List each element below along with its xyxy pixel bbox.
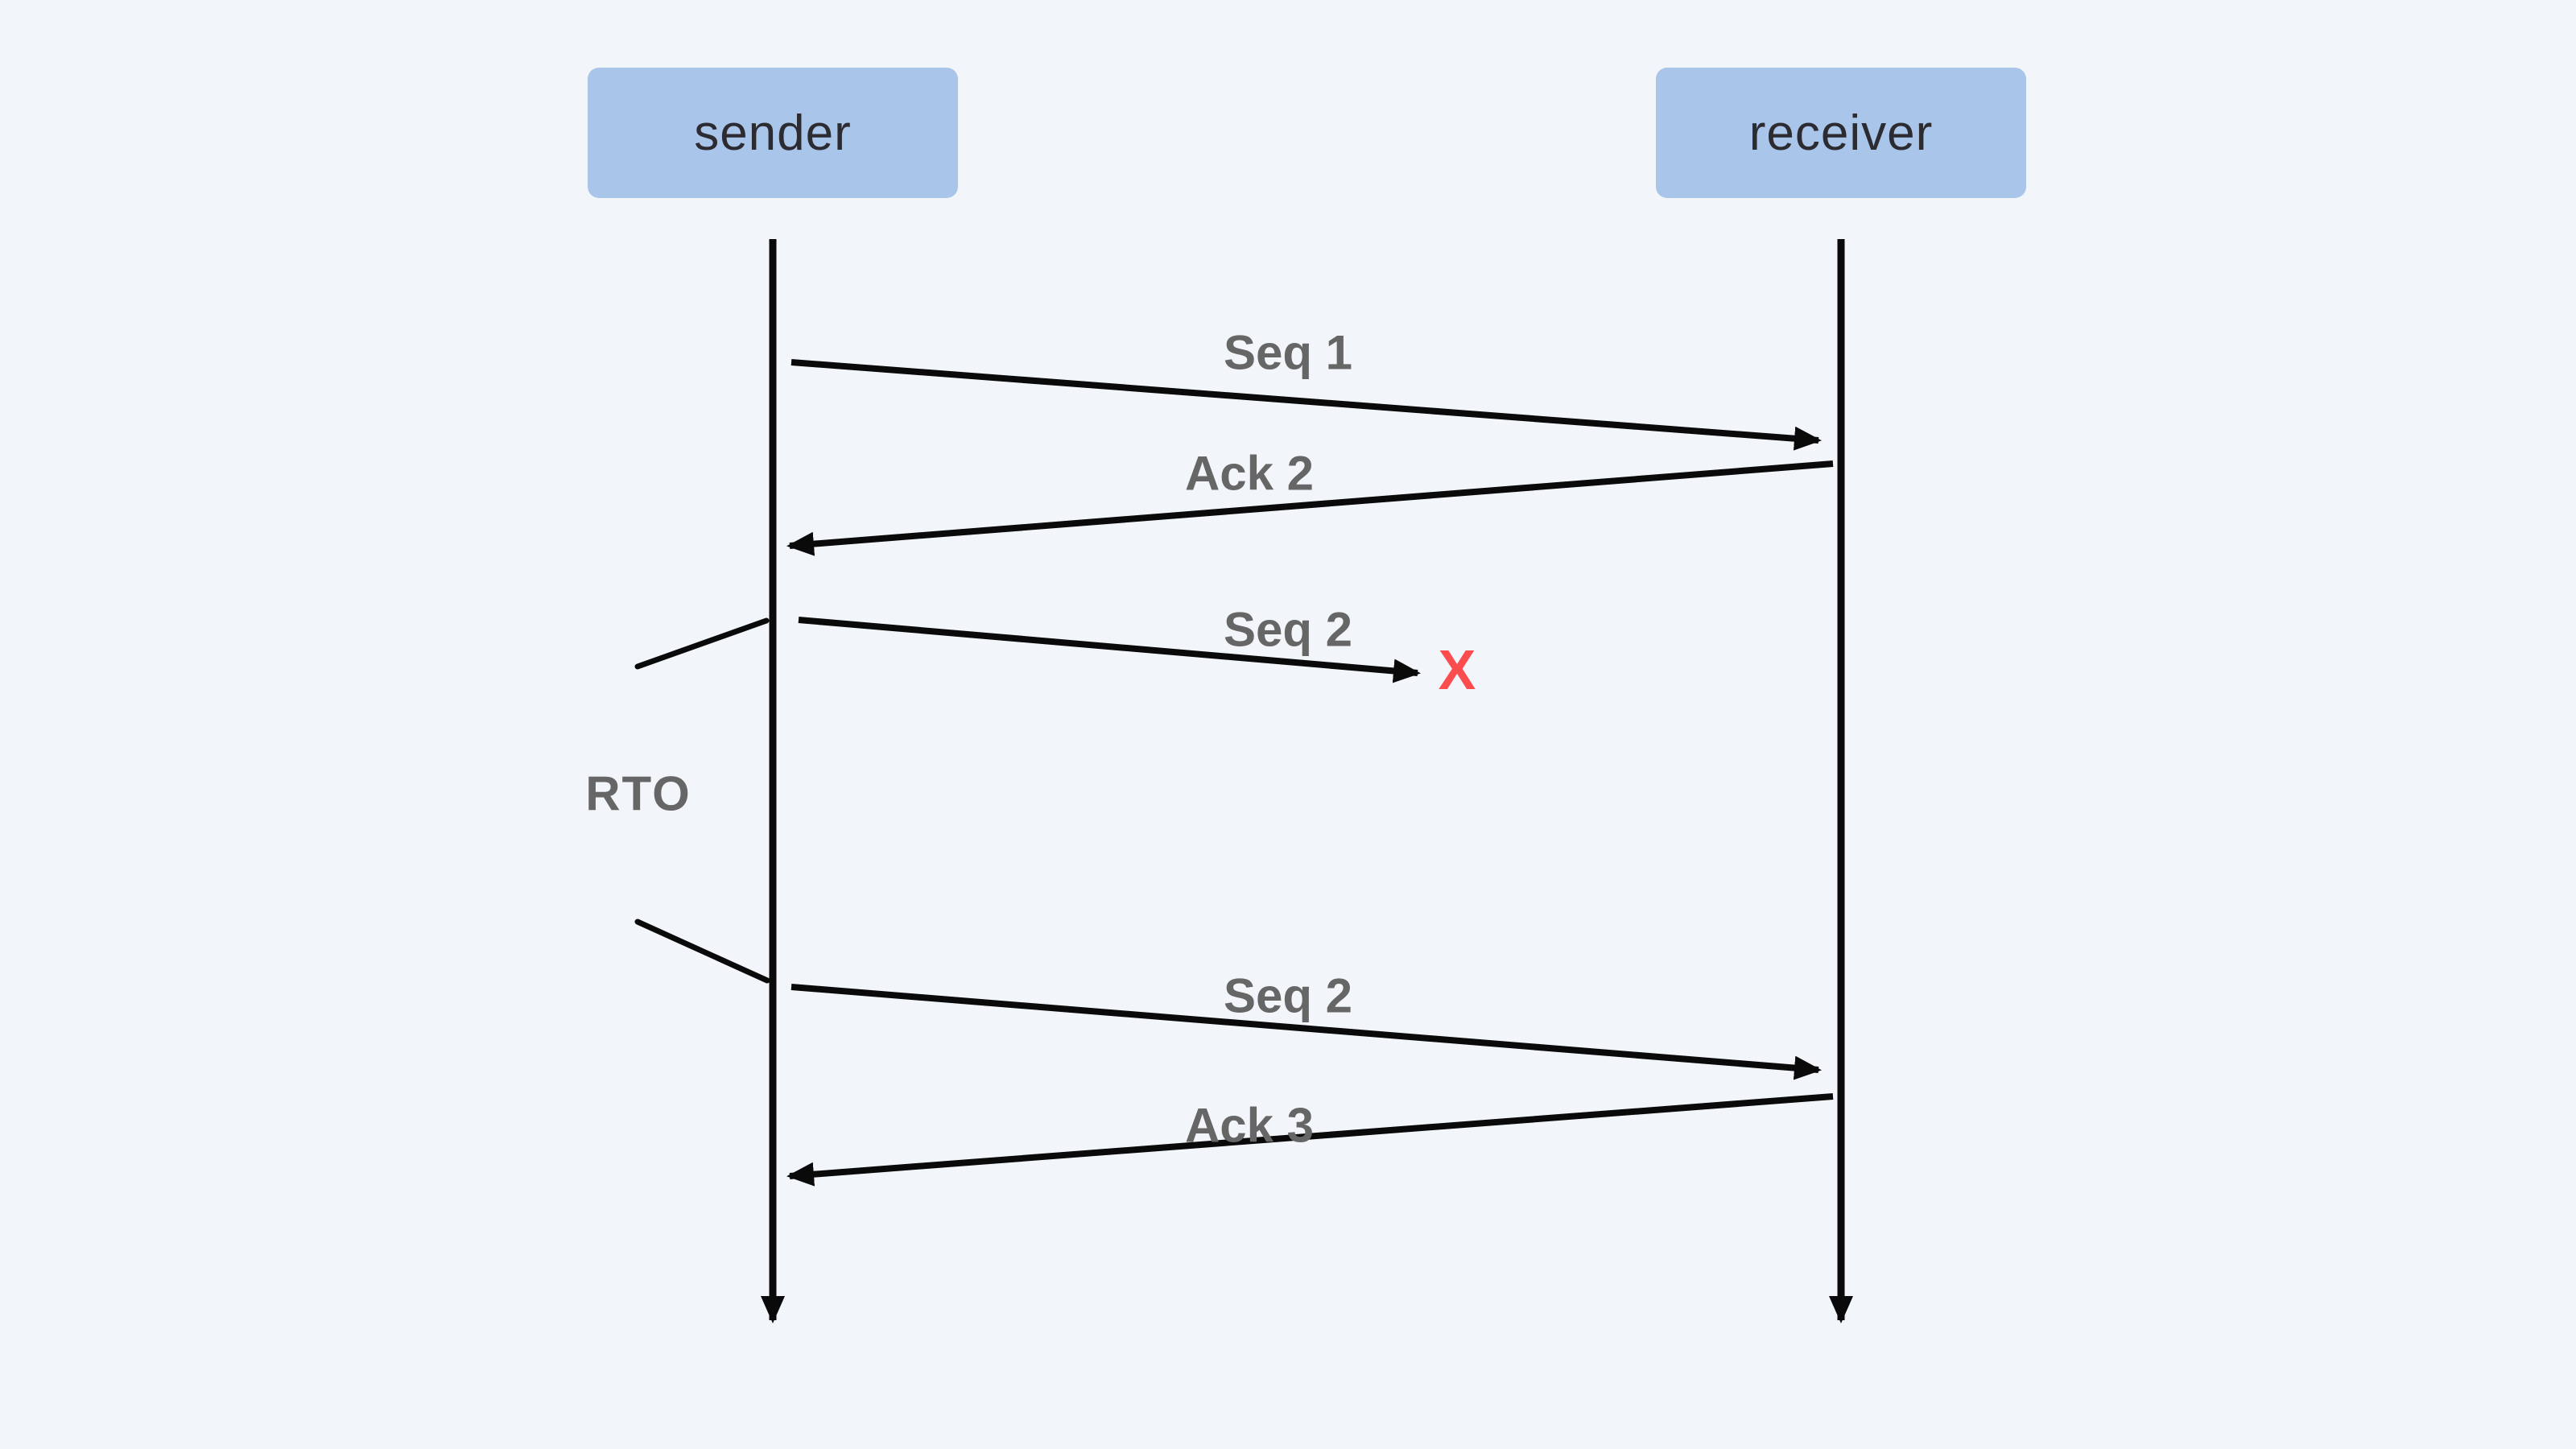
- rto-timer-expire-tick: [634, 919, 770, 984]
- message-label-ack2: Ack 2: [1184, 446, 1315, 501]
- rto-timer-start-tick: [634, 617, 770, 670]
- message-arrow-seq2-lost: [798, 617, 1421, 683]
- actor-label-sender: sender: [694, 105, 852, 161]
- rto-label: RTO: [585, 766, 691, 821]
- message-label-ack3: Ack 3: [1184, 1098, 1315, 1153]
- message-arrow-seq2-retransmit: [791, 984, 1822, 1080]
- message-arrow-ack2: [786, 460, 1834, 556]
- message-label-seq2-retransmit: Seq 2: [1223, 968, 1353, 1023]
- message-arrow-ack3: [786, 1093, 1834, 1187]
- packet-loss-x-marker: X: [1438, 638, 1476, 701]
- message-label-seq2-lost: Seq 2: [1223, 602, 1353, 657]
- actor-box-sender: sender: [588, 68, 958, 198]
- message-label-seq1: Seq 1: [1223, 325, 1353, 380]
- actor-label-receiver: receiver: [1748, 105, 1934, 161]
- actor-box-receiver: receiver: [1656, 68, 2026, 198]
- message-arrow-seq1: [791, 359, 1822, 451]
